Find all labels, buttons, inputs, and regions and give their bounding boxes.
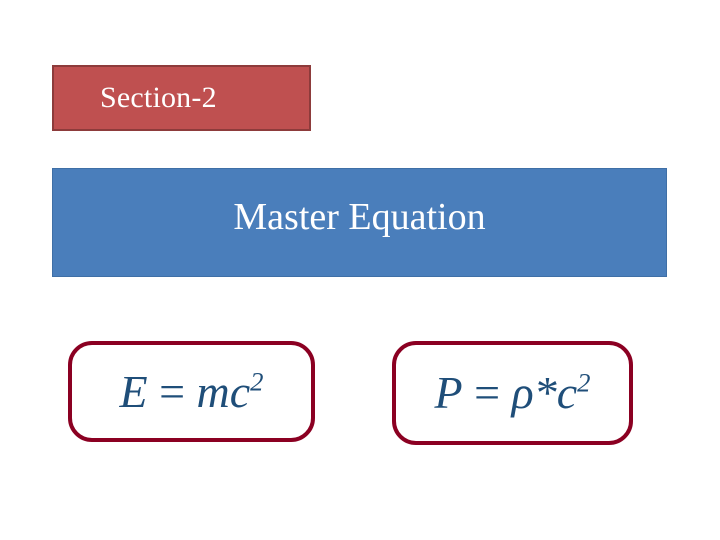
equation-box-mass-energy: E = mc2 (68, 341, 315, 442)
equation-operator: = (147, 365, 197, 417)
equation-text-pressure-density: P = ρ*c2 (434, 367, 591, 418)
section-label-text: Section-2 (100, 81, 217, 114)
equation-text-mass-energy: E = mc2 (119, 365, 264, 417)
equation-rhs-base: mc (196, 365, 251, 417)
equation-rhs-exponent: 2 (577, 367, 591, 398)
equation-operator: = (462, 367, 512, 418)
equation-box-pressure-density: P = ρ*c2 (392, 341, 633, 445)
slide-title-text: Master Equation (233, 195, 486, 238)
section-label-box: Section-2 (52, 65, 311, 131)
title-banner: Master Equation (52, 168, 667, 277)
equation-rhs-exponent: 2 (250, 366, 264, 397)
equation-rhs-base: ρ*c (511, 367, 578, 418)
equation-lhs: E (119, 365, 148, 417)
equation-lhs: P (434, 367, 463, 418)
